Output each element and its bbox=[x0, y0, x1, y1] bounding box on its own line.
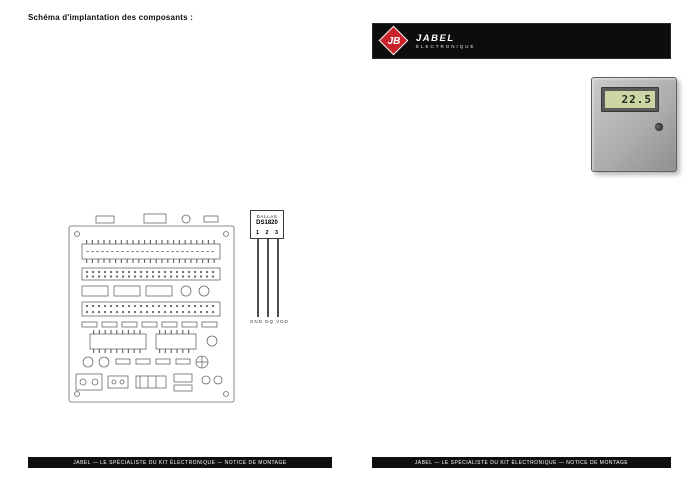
brand-header-bar: JB JABEL ÉLECTRONIQUE bbox=[372, 23, 671, 59]
footer-right-text: JABEL — LE SPÉCIALISTE DU KIT ÉLECTRONIQ… bbox=[414, 459, 629, 466]
pcb-layout-diagram bbox=[66, 210, 238, 408]
page-title: Schéma d'implantation des composants : bbox=[28, 13, 194, 22]
jabel-logo: JB bbox=[378, 25, 409, 56]
footer-left: JABEL — LE SPÉCIALISTE DU KIT ÉLECTRONIQ… bbox=[28, 457, 332, 468]
brand-name: JABEL bbox=[416, 32, 455, 44]
lcd-display: 22.5 bbox=[605, 91, 655, 108]
pin-lead bbox=[257, 239, 259, 317]
chip-brand-label: DALLAS bbox=[256, 214, 278, 219]
footer-left-text: JABEL — LE SPÉCIALISTE DU KIT ÉLECTRONIQ… bbox=[73, 459, 287, 466]
pin-number-3: 3 bbox=[274, 230, 278, 236]
pin-number-1: 1 bbox=[256, 230, 260, 236]
ds1820-pinout-diagram: DALLAS DS1820 1 2 3 GND DQ VDD bbox=[250, 210, 289, 324]
pin-lead bbox=[277, 239, 279, 317]
brand-wordmark: JABEL ÉLECTRONIQUE bbox=[416, 33, 476, 50]
thermometer-product-photo: 22.5 bbox=[591, 77, 677, 172]
pcb-layout-svg bbox=[68, 213, 235, 403]
pin-lead bbox=[267, 239, 269, 317]
sensor-hole bbox=[655, 123, 663, 131]
lcd-reading: 22.5 bbox=[621, 93, 652, 106]
pin-numbers: 1 2 3 bbox=[251, 230, 283, 236]
pin-number-2: 2 bbox=[265, 230, 269, 236]
pin-names-caption: GND DQ VDD bbox=[250, 319, 289, 324]
ds1820-package: DALLAS DS1820 1 2 3 bbox=[250, 210, 284, 239]
chip-part-label: DS1820 bbox=[256, 220, 278, 226]
logo-monogram: JB bbox=[387, 35, 401, 47]
brand-tagline: ÉLECTRONIQUE bbox=[416, 44, 476, 49]
footer-right: JABEL — LE SPÉCIALISTE DU KIT ÉLECTRONIQ… bbox=[372, 457, 671, 468]
lcd-bezel: 22.5 bbox=[601, 87, 659, 112]
pin-leads bbox=[250, 239, 286, 317]
